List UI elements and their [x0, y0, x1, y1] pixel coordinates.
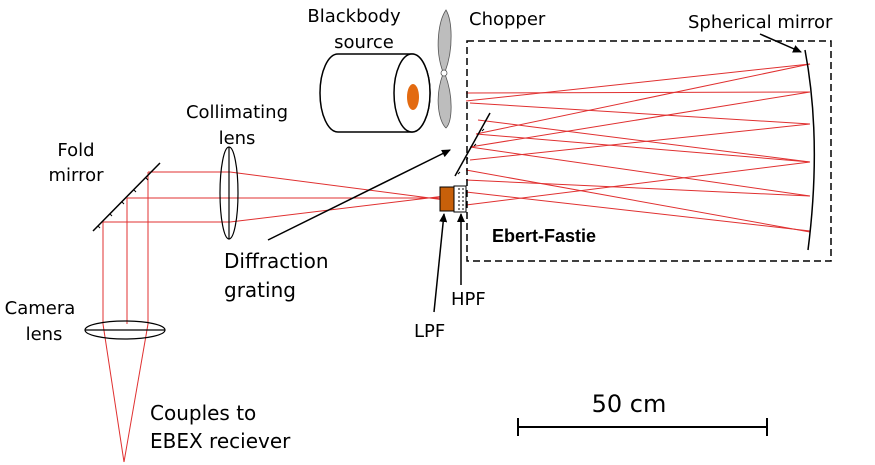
couples-label-line2: EBEX reciever: [150, 429, 291, 453]
lpf-label: LPF: [414, 321, 445, 342]
fold-mirror-label-line2: mirror: [48, 165, 104, 186]
collimating-lens: [219, 146, 239, 240]
lpf-filter: [439, 186, 455, 212]
hpf-filter: [453, 185, 467, 213]
ebert-fastie-box: [466, 40, 832, 262]
chopper-label: Chopper: [469, 9, 546, 30]
lpf-arrow: [433, 213, 448, 313]
fold-mirror-label-line1: Fold: [57, 140, 94, 161]
beam-rays: [102, 63, 811, 463]
couples-label-line1: Couples to: [150, 401, 256, 425]
ebert-fastie-label: Ebert-Fastie: [492, 226, 596, 246]
blackbody-source: [319, 53, 431, 133]
fold-mirror: [92, 162, 161, 232]
spherical-mirror: [804, 49, 816, 251]
grating-arrow: [267, 149, 451, 241]
camera-lens-label-line1: Camera: [5, 298, 76, 319]
chopper: [437, 9, 452, 129]
spherical-mirror-arrow: [759, 33, 802, 53]
collimating-label-line2: lens: [219, 128, 256, 149]
diffraction-grating-label-line1: Diffraction: [224, 249, 329, 273]
hpf-label: HPF: [451, 289, 486, 310]
camera-lens-label-line2: lens: [26, 324, 63, 345]
camera-lens: [84, 320, 166, 340]
blackbody-label-line1: Blackbody: [307, 6, 401, 27]
blackbody-label-line2: source: [334, 32, 394, 53]
scale-bar-label: 50 cm: [592, 390, 667, 418]
diffraction-grating-label-line2: grating: [224, 278, 296, 302]
diffraction-grating: [454, 112, 491, 177]
collimating-label-line1: Collimating: [186, 102, 288, 123]
scale-bar: [517, 418, 768, 436]
spherical-mirror-label: Spherical mirror: [688, 12, 833, 33]
